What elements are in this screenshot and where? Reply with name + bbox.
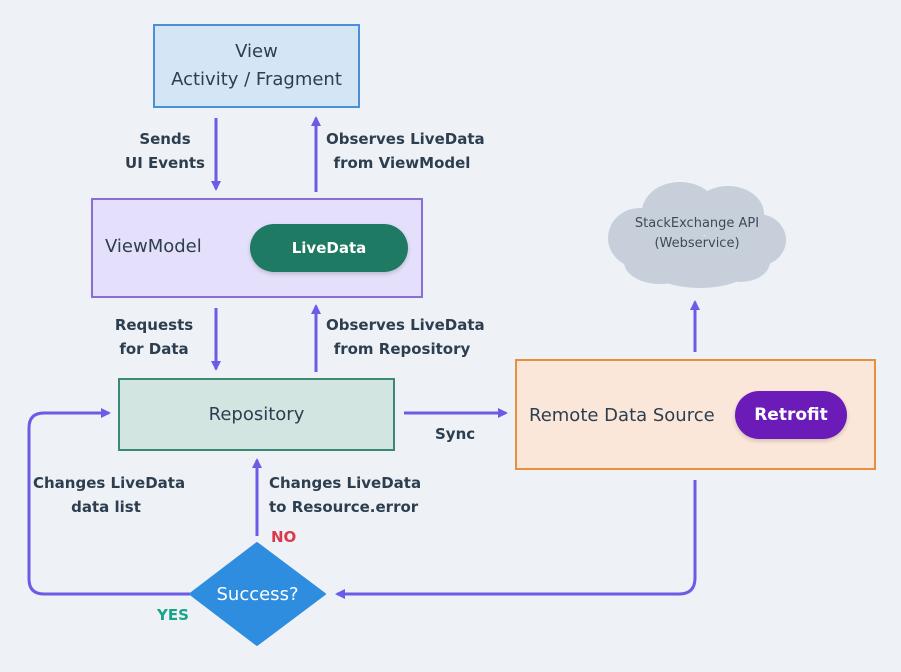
remote-data-source-node: Remote Data Source Retrofit: [515, 359, 876, 470]
label-changes-resource-error: Changes LiveData to Resource.error: [269, 471, 421, 519]
label-requests-data: Requests for Data: [113, 313, 195, 361]
viewmodel-label: ViewModel: [105, 236, 202, 257]
label-observes-repo-line1: Observes LiveData: [326, 316, 485, 334]
label-changes-error-line2: to Resource.error: [269, 498, 419, 516]
label-observes-vm-line2: from ViewModel: [333, 154, 471, 172]
label-changes-data-list: Changes LiveData data list: [33, 471, 186, 519]
label-requests-line1: Requests: [114, 316, 194, 334]
livedata-pill: LiveData: [250, 224, 408, 272]
repository-node: Repository: [118, 378, 395, 451]
label-sync: Sync: [435, 425, 476, 443]
label-changes-error-line1: Changes LiveData: [269, 474, 422, 492]
view-subtitle: Activity / Fragment: [171, 69, 342, 90]
stackexchange-api-cloud: StackExchange API (Webservice): [612, 214, 782, 254]
label-changes-list-line1: Changes LiveData: [33, 474, 186, 492]
label-observes-repository: Observes LiveData from Repository: [326, 313, 485, 361]
view-node: View Activity / Fragment: [153, 24, 360, 108]
label-changes-list-line2: data list: [71, 498, 141, 516]
label-requests-line2: for Data: [119, 340, 189, 358]
label-no: NO: [271, 528, 297, 546]
arrow-yes-to-repository: [27, 408, 190, 596]
remote-data-source-label: Remote Data Source: [529, 405, 715, 426]
cloud-title: StackExchange API: [634, 216, 760, 231]
label-sends-line1: Sends: [139, 130, 191, 148]
view-title: View: [235, 41, 278, 62]
label-yes: YES: [157, 606, 189, 624]
cloud-subtitle: (Webservice): [654, 236, 740, 251]
decision-label: Success?: [216, 584, 299, 605]
retrofit-pill: Retrofit: [735, 391, 847, 439]
repository-label: Repository: [208, 404, 305, 425]
arrow-remote-to-decision: [335, 480, 697, 599]
label-observes-vm-line1: Observes LiveData: [326, 130, 485, 148]
cloud-shape: [608, 182, 786, 288]
label-observes-repo-line2: from Repository: [333, 340, 471, 358]
label-sends-ui-events: Sends UI Events: [125, 127, 205, 175]
viewmodel-node: ViewModel LiveData: [91, 198, 423, 298]
label-observes-viewmodel: Observes LiveData from ViewModel: [326, 127, 485, 175]
decision-diamond: [189, 542, 326, 646]
label-sends-line2: UI Events: [125, 154, 205, 172]
